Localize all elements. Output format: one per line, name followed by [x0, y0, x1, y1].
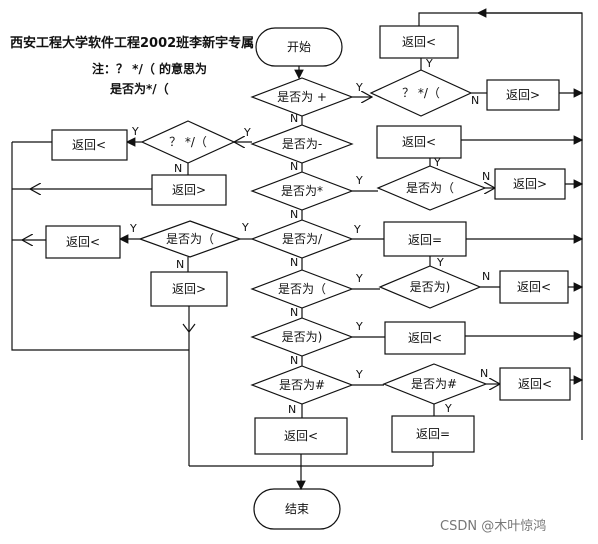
box-right-minus — [376, 125, 462, 159]
decision-rparen-label: 是否为) — [282, 330, 323, 344]
right-decision-2 — [376, 165, 487, 211]
note-line-2: 是否为*/（ — [109, 81, 169, 96]
right-decision-3-label: 是否为) — [410, 280, 451, 294]
y-label: Y — [444, 402, 452, 415]
box-right-hash-label: 返回< — [518, 377, 552, 391]
box-right-rparen — [384, 321, 466, 355]
box-left-minus-n-label: 返回> — [172, 183, 206, 197]
box-left-minus-n — [151, 174, 227, 206]
box-left-divide-n-label: 返回> — [172, 282, 206, 296]
n-label: N — [174, 162, 182, 175]
box-left-divide — [45, 225, 121, 259]
n-label: N — [176, 258, 184, 271]
y-label: Y — [129, 222, 137, 235]
box-right-lparen-label: 返回< — [517, 280, 551, 294]
y-label: Y — [355, 81, 363, 94]
y-label: Y — [355, 320, 363, 333]
box-right-lparen — [499, 270, 569, 304]
n-label: N — [288, 403, 296, 416]
y-label: Y — [433, 156, 441, 169]
box-right-hash-bottom-label: 返回= — [416, 427, 450, 441]
box-right-top2-label: 返回> — [506, 88, 540, 102]
left-decision-2-label: 是否为（ — [166, 232, 214, 246]
right-decision-4-label: 是否为# — [411, 377, 457, 391]
left-decision-2 — [138, 220, 242, 258]
box-hash-center — [254, 417, 348, 455]
n-label: N — [290, 160, 298, 173]
decision-divide-label: 是否为/ — [282, 232, 323, 246]
right-decision-2-label: 是否为（ — [406, 181, 454, 195]
y-label: Y — [355, 174, 363, 187]
box-left-minus — [51, 129, 128, 161]
left-decision-1-label: ？ */（ — [169, 135, 207, 149]
right-decision-1-label: ？ */（ — [402, 86, 440, 100]
y-label: Y — [243, 126, 251, 139]
box-left-minus-label: 返回< — [72, 138, 106, 152]
box-right-hash — [499, 367, 571, 401]
box-right-divide-label: 返回= — [408, 233, 442, 247]
n-label: N — [290, 306, 298, 319]
box-right-top — [379, 25, 459, 59]
page-title: 西安工程大学软件工程2002班李新宇专属 — [10, 35, 254, 51]
box-left-divide-label: 返回< — [66, 235, 100, 249]
box-right-minus-label: 返回< — [402, 135, 436, 149]
box-right-top2 — [486, 79, 560, 111]
box-right-rparen-label: 返回< — [408, 331, 442, 345]
y-label: Y — [131, 125, 139, 138]
decision-lparen-label: 是否为（ — [278, 282, 326, 296]
start-label: 开始 — [287, 40, 311, 54]
n-label: N — [482, 170, 490, 183]
decision-hash-label: 是否为# — [279, 378, 325, 392]
right-decision-1 — [369, 69, 473, 117]
y-label: Y — [436, 256, 444, 269]
decision-minus-label: 是否为- — [282, 137, 322, 151]
n-label: N — [290, 208, 298, 221]
box-hash-center-label: 返回< — [284, 429, 318, 443]
box-right-multiply-label: 返回> — [513, 177, 547, 191]
watermark: CSDN @木叶惊鸿 — [440, 518, 546, 534]
y-label: Y — [355, 368, 363, 381]
decision-plus-label: 是否为 + — [277, 90, 327, 104]
n-label: N — [471, 94, 479, 107]
box-right-top-label: 返回< — [402, 35, 436, 49]
n-label: N — [290, 354, 298, 367]
decision-multiply-label: 是否为* — [281, 184, 323, 198]
y-label: Y — [353, 223, 361, 236]
n-label: N — [290, 112, 298, 125]
note-line-1: 注：？ */（ 的意思为 — [92, 61, 207, 76]
n-label: N — [480, 367, 488, 380]
n-label: N — [290, 256, 298, 269]
right-decision-3 — [378, 265, 482, 309]
y-label: Y — [425, 57, 433, 70]
y-label: Y — [355, 272, 363, 285]
y-label: Y — [241, 221, 249, 234]
n-label: N — [482, 270, 490, 283]
end-label: 结束 — [285, 502, 309, 516]
